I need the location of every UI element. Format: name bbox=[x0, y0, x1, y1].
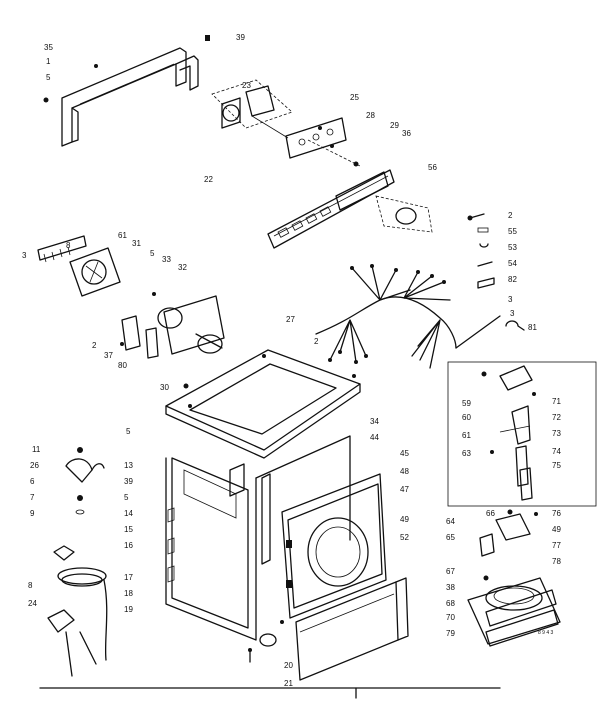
part-label: 8 bbox=[28, 581, 33, 590]
part-label: 74 bbox=[552, 447, 561, 456]
motor-assembly bbox=[467, 509, 561, 647]
part-label: 6 bbox=[30, 477, 35, 486]
part-label: 82 bbox=[508, 275, 517, 284]
inset-box bbox=[447, 361, 597, 507]
part-label: 49 bbox=[400, 515, 409, 524]
part-label: 16 bbox=[124, 541, 133, 550]
part-label: 9 bbox=[30, 509, 35, 518]
fan-motor bbox=[69, 247, 121, 297]
control-panel bbox=[267, 117, 433, 249]
part-label: 52 bbox=[400, 533, 409, 542]
toe-kick bbox=[295, 577, 409, 681]
part-label: 79 bbox=[446, 629, 455, 638]
part-label: 49 bbox=[552, 525, 561, 534]
small-hardware bbox=[467, 213, 525, 331]
part-label: 15 bbox=[124, 525, 133, 534]
part-label: 72 bbox=[552, 413, 561, 422]
part-label: 7 bbox=[30, 493, 35, 502]
part-label: 35 bbox=[44, 43, 53, 52]
part-label: 3 bbox=[510, 309, 515, 318]
part-label: 19 bbox=[124, 605, 133, 614]
part-label: 5 bbox=[124, 493, 129, 502]
part-label: 71 bbox=[552, 397, 561, 406]
part-label: 34 bbox=[370, 417, 379, 426]
part-label: 5 bbox=[126, 427, 131, 436]
footnote-code: 8 9 4 3 bbox=[538, 630, 554, 636]
part-label: 80 bbox=[118, 361, 127, 370]
part-label: 48 bbox=[400, 467, 409, 476]
part-label: 5 bbox=[46, 73, 51, 82]
part-label: 24 bbox=[28, 599, 37, 608]
part-label: 64 bbox=[446, 517, 455, 526]
part-label: 29 bbox=[390, 121, 399, 130]
part-label: 20 bbox=[284, 661, 293, 670]
part-label: 73 bbox=[552, 429, 561, 438]
part-label: 53 bbox=[508, 243, 517, 252]
cabinet-top bbox=[165, 349, 361, 459]
left-small-parts bbox=[47, 447, 108, 677]
part-label: 38 bbox=[446, 583, 455, 592]
part-label: 21 bbox=[284, 679, 293, 688]
part-label: 1 bbox=[46, 57, 51, 66]
part-label: 3 bbox=[508, 295, 513, 304]
part-label: 44 bbox=[370, 433, 379, 442]
front-panel bbox=[281, 473, 387, 619]
part-label: 61 bbox=[118, 231, 127, 240]
part-label: 63 bbox=[462, 449, 471, 458]
part-labels: 35 39 1 5 23 25 28 29 36 22 56 2 55 53 5… bbox=[22, 33, 561, 688]
part-label: 81 bbox=[528, 323, 537, 332]
part-label: 56 bbox=[428, 163, 437, 172]
part-label: 3 bbox=[22, 251, 27, 260]
part-label: 60 bbox=[462, 413, 471, 422]
terminal-block bbox=[37, 235, 87, 263]
part-label: 55 bbox=[508, 227, 517, 236]
part-label: 39 bbox=[124, 477, 133, 486]
part-label: 23 bbox=[242, 81, 251, 90]
part-label: 33 bbox=[162, 255, 171, 264]
part-label: 2 bbox=[92, 341, 97, 350]
part-label: 8 bbox=[66, 241, 71, 250]
part-label: 2 bbox=[314, 337, 319, 346]
part-label: 45 bbox=[400, 449, 409, 458]
part-label: 47 bbox=[400, 485, 409, 494]
backsplash-frame bbox=[43, 35, 210, 147]
part-label: 68 bbox=[446, 599, 455, 608]
part-label: 14 bbox=[124, 509, 133, 518]
leveling-feet bbox=[248, 620, 284, 663]
part-label: 76 bbox=[552, 509, 561, 518]
timer-assembly bbox=[211, 79, 293, 139]
part-label: 66 bbox=[486, 509, 495, 518]
part-label: 78 bbox=[552, 557, 561, 566]
part-label: 37 bbox=[104, 351, 113, 360]
part-label: 30 bbox=[160, 383, 169, 392]
part-label: 39 bbox=[236, 33, 245, 42]
part-label: 5 bbox=[150, 249, 155, 258]
part-label: 54 bbox=[508, 259, 517, 268]
part-label: 13 bbox=[124, 461, 133, 470]
part-label: 65 bbox=[446, 533, 455, 542]
part-label: 27 bbox=[286, 315, 295, 324]
part-label: 17 bbox=[124, 573, 133, 582]
part-label: 25 bbox=[350, 93, 359, 102]
pump-bracket bbox=[120, 292, 225, 359]
part-label: 67 bbox=[446, 567, 455, 576]
part-label: 61 bbox=[462, 431, 471, 440]
cabinet-body bbox=[165, 435, 351, 641]
part-label: 31 bbox=[132, 239, 141, 248]
part-label: 28 bbox=[366, 111, 375, 120]
part-label: 59 bbox=[462, 399, 471, 408]
part-label: 32 bbox=[178, 263, 187, 272]
part-label: 18 bbox=[124, 589, 133, 598]
part-label: 77 bbox=[552, 541, 561, 550]
part-label: 11 bbox=[32, 445, 41, 454]
part-label: 26 bbox=[30, 461, 39, 470]
wiring-harness bbox=[315, 264, 501, 369]
part-label: 22 bbox=[204, 175, 213, 184]
part-label: 2 bbox=[508, 211, 513, 220]
part-label: 70 bbox=[446, 613, 455, 622]
part-label: 75 bbox=[552, 461, 561, 470]
part-label: 36 bbox=[402, 129, 411, 138]
